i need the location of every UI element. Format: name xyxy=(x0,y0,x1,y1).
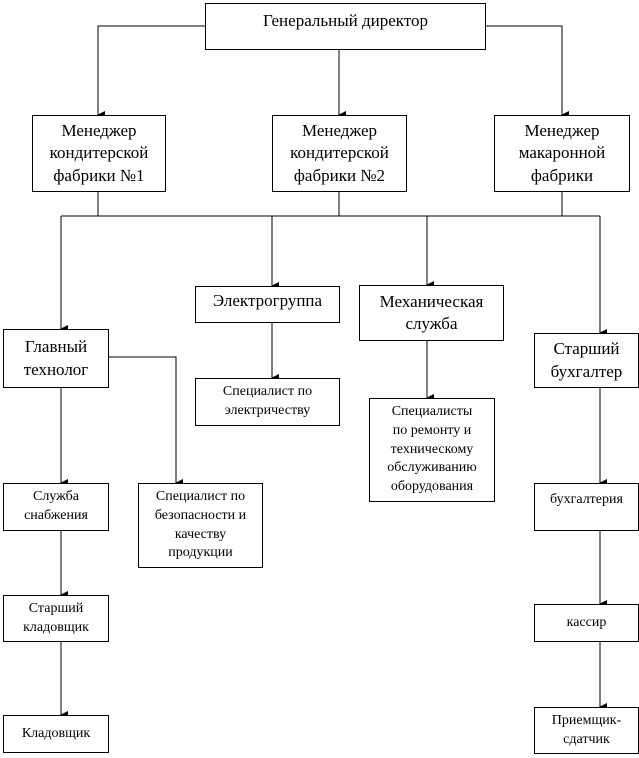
node-label: кассир xyxy=(566,614,607,630)
node-label: бухгалтерия xyxy=(550,492,623,507)
connector-tech-safety xyxy=(109,356,183,487)
node-senior-accountant: Старший бухгалтер xyxy=(534,333,639,388)
node-receiver: Приемщик- сдатчик xyxy=(534,707,639,754)
node-label: Менеджер кондитерской фабрики №1 xyxy=(49,121,149,185)
node-label: Менеджер макаронной фабрики xyxy=(518,121,606,185)
node-supply-service: Служба снабжения xyxy=(3,483,109,531)
node-label: Главный технолог xyxy=(23,337,89,379)
node-safety-specialist: Специалист по безопасности и качеству пр… xyxy=(138,483,263,568)
node-label: Специалист по безопасности и качеству пр… xyxy=(154,488,247,561)
node-electric-specialist: Специалист по электричеству xyxy=(195,378,340,426)
node-manager-1: Менеджер кондитерской фабрики №1 xyxy=(32,115,166,192)
node-label: Специалисты по ремонту и техническому об… xyxy=(387,403,477,495)
node-label: Генеральный директор xyxy=(262,11,429,30)
node-mechanical-service: Механическая служба xyxy=(359,285,504,341)
node-senior-storekeeper: Старший кладовщик xyxy=(3,595,109,642)
node-repair-specialists: Специалисты по ремонту и техническому об… xyxy=(369,398,495,502)
connector-gd-m1 xyxy=(97,25,205,119)
node-manager-3: Менеджер макаронной фабрики xyxy=(494,115,630,192)
node-manager-2: Менеджер кондитерской фабрики №2 xyxy=(272,115,407,192)
node-label: Электрогруппа xyxy=(212,291,323,310)
node-label: Менеджер кондитерской фабрики №2 xyxy=(290,121,389,185)
node-label: Специалист по электричеству xyxy=(222,384,313,418)
node-label: Кладовщик xyxy=(21,725,91,741)
node-general-director: Генеральный директор xyxy=(205,3,486,50)
node-accounting: бухгалтерия xyxy=(534,483,639,531)
node-chief-technologist: Главный технолог xyxy=(3,329,109,388)
node-label: Приемщик- сдатчик xyxy=(551,712,622,747)
node-electro-group: Электрогруппа xyxy=(195,286,340,323)
node-label: Старший бухгалтер xyxy=(550,339,623,381)
node-label: Служба снабжения xyxy=(24,489,88,523)
node-cashier: кассир xyxy=(534,604,639,642)
node-storekeeper: Кладовщик xyxy=(3,715,109,753)
connector-gd-m3 xyxy=(486,25,569,119)
node-label: Старший кладовщик xyxy=(23,600,89,635)
node-label: Механическая служба xyxy=(379,291,484,333)
